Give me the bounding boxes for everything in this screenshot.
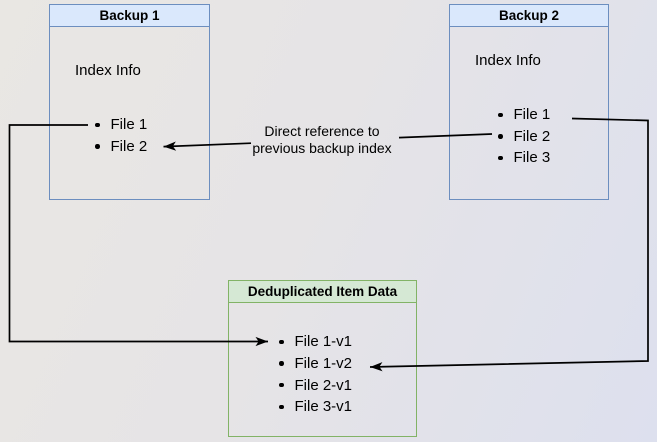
- list-item: File 2: [95, 136, 147, 158]
- list-item: File 2: [498, 126, 550, 148]
- backup1-box: Backup 1: [49, 4, 210, 200]
- list-item: File 1-v2: [279, 353, 352, 375]
- dedup-title: Deduplicated Item Data: [229, 281, 416, 303]
- backup1-title: Backup 1: [50, 5, 209, 27]
- file-label: File 3: [513, 149, 551, 167]
- bullet-icon: [498, 112, 503, 117]
- file-version-label: File 1-v1: [294, 333, 353, 351]
- bullet-icon: [279, 339, 284, 345]
- bullet-icon: [95, 122, 100, 127]
- file-version-label: File 1-v2: [294, 355, 353, 373]
- backup1-index-info-label: Index Info: [75, 62, 141, 79]
- bullet-icon: [498, 134, 503, 139]
- bullet-icon: [279, 404, 284, 410]
- file-label: File 2: [513, 127, 551, 145]
- file-label: File 1: [110, 116, 148, 134]
- list-item: File 1-v1: [279, 331, 352, 353]
- bullet-icon: [95, 144, 100, 149]
- list-item: File 3-v1: [279, 396, 352, 418]
- bullet-icon: [279, 382, 284, 388]
- list-item: File 3: [498, 147, 550, 169]
- file-label: File 2: [110, 137, 148, 155]
- file-version-label: File 2-v1: [294, 376, 353, 394]
- backup2-title: Backup 2: [450, 5, 608, 27]
- backup2-box: Backup 2: [449, 4, 609, 200]
- backup2-index-info-label: Index Info: [475, 52, 541, 69]
- list-item: File 1: [95, 114, 147, 136]
- file-version-label: File 3-v1: [294, 398, 353, 416]
- bullet-icon: [498, 155, 503, 160]
- dedup-box: Deduplicated Item Data: [228, 280, 417, 437]
- list-item: File 2-v1: [279, 374, 352, 396]
- file-label: File 1: [513, 106, 551, 124]
- direct-reference-edge-label: Direct reference to previous backup inde…: [252, 123, 392, 156]
- list-item: File 1: [498, 104, 550, 126]
- bullet-icon: [279, 361, 284, 366]
- backup2-file-list: File 1 File 2 File 3: [498, 104, 550, 169]
- backup1-file-list: File 1 File 2: [95, 114, 147, 157]
- dedup-item-list: File 1-v1 File 1-v2 File 2-v1 File 3-v1: [279, 331, 352, 418]
